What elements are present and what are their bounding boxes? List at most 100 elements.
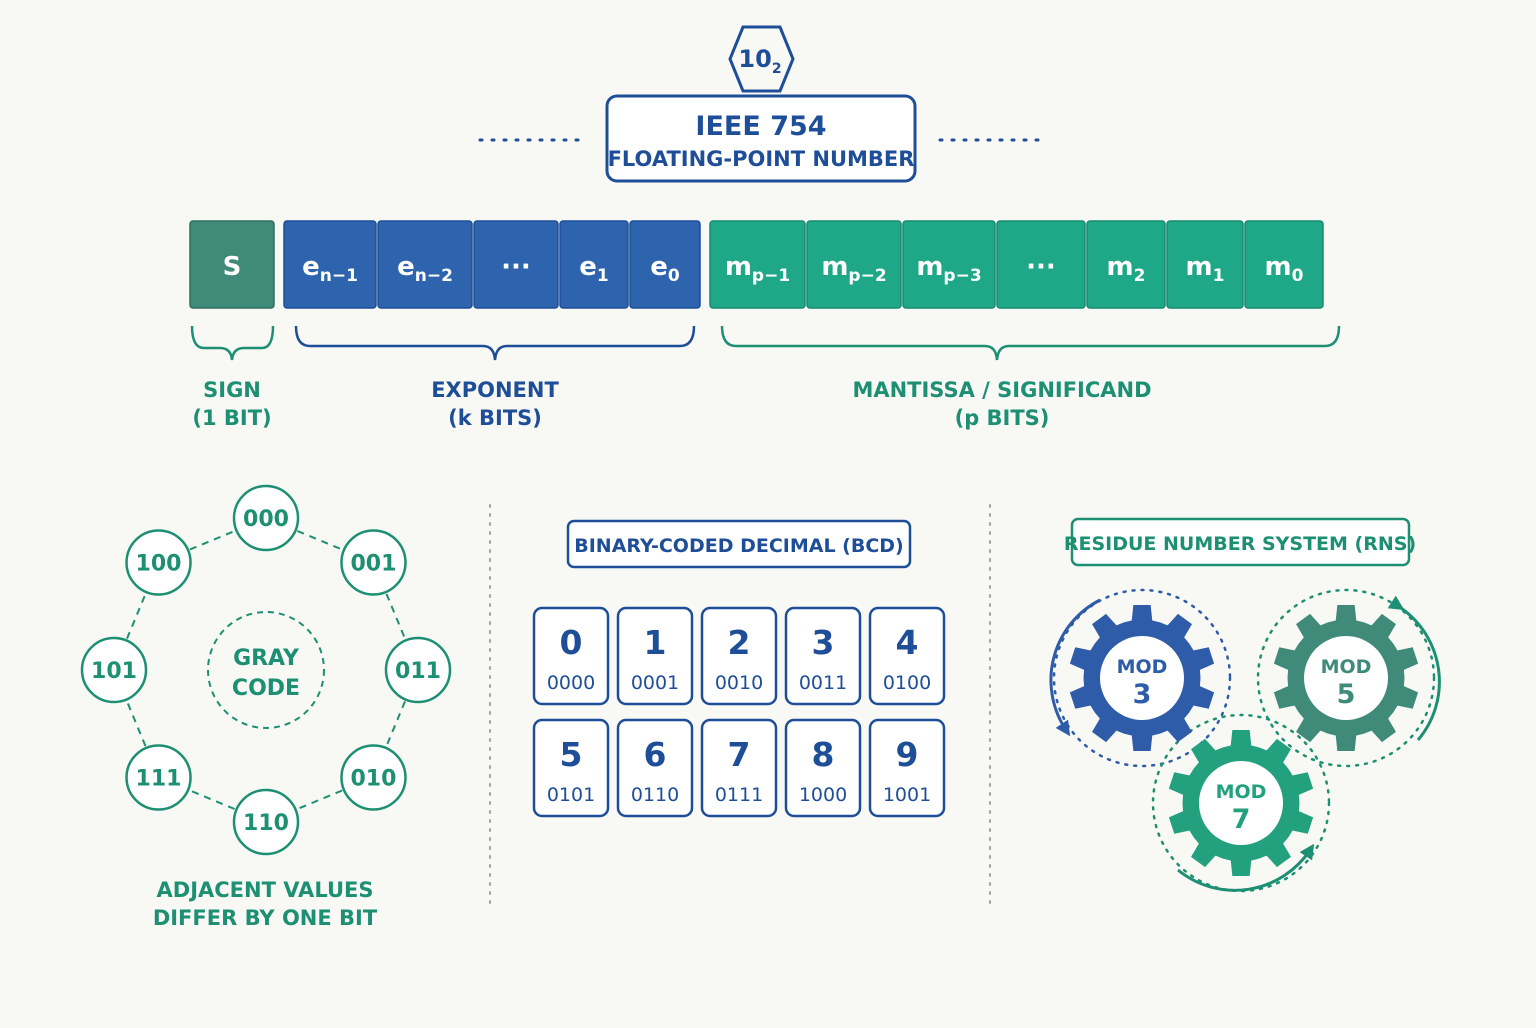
- bcd-digit: 0: [560, 623, 583, 662]
- bcd-code: 0000: [547, 672, 595, 694]
- gray-node-circle: [384, 636, 452, 704]
- bcd-digit: 6: [644, 735, 667, 774]
- bcd-grid: 0000010001200103001140100501016011070111…: [532, 606, 946, 818]
- gray-node-circle: [232, 788, 300, 856]
- bcd-code: 1001: [883, 784, 931, 806]
- bcd-cell: 3 0011: [784, 606, 862, 706]
- bit-cell-exp: en−2: [377, 220, 473, 309]
- gray-node-circle: [125, 744, 192, 811]
- gray-node-label: 110: [243, 811, 289, 836]
- bcd-cell: 9 1001: [868, 718, 946, 818]
- gray-node: 101: [80, 636, 148, 704]
- field-labels: SIGN (1 BIT) EXPONENT (k BITS) MANTISSA …: [192, 378, 1151, 430]
- sign-label: SIGN: [203, 378, 261, 402]
- gray-ring-links: [126, 530, 406, 810]
- bit-cell-man: m2: [1086, 220, 1166, 309]
- bit-cell-man: mp−2: [806, 220, 902, 309]
- bcd-digit: 8: [812, 735, 835, 774]
- bit-cell-exp: ···: [473, 220, 559, 309]
- bcd-code: 0100: [883, 672, 931, 694]
- mantissa-brace: [720, 325, 1341, 361]
- rns-title: RESIDUE NUMBER SYSTEM (RNS): [1064, 533, 1416, 555]
- bcd-section: BINARY-CODED DECIMAL (BCD) 0000010001200…: [532, 519, 946, 818]
- gear-modulus: 5: [1337, 679, 1356, 710]
- bit-subscript: p−1: [752, 266, 790, 286]
- bcd-digit: 9: [896, 735, 919, 774]
- bcd-cell-box: [784, 606, 862, 706]
- gray-node: 110: [232, 788, 300, 856]
- header-subtitle: FLOATING-POINT NUMBER: [608, 147, 915, 171]
- exponent-label: EXPONENT: [431, 378, 559, 402]
- gear-label: MOD: [1117, 656, 1168, 678]
- badge-text: 102: [738, 45, 781, 77]
- gray-node: 001: [340, 529, 407, 596]
- gray-node-label: 001: [351, 552, 397, 577]
- bit-cell-box: [189, 220, 275, 309]
- bit-cell-box: [559, 220, 629, 309]
- gray-node-circle: [340, 744, 407, 811]
- mantissa-bits-label: (p BITS): [955, 406, 1050, 430]
- gray-node-label: 101: [91, 659, 137, 684]
- bit-cell-box: [996, 220, 1086, 309]
- gray-center-circle: [207, 611, 325, 729]
- gear-modulus: 3: [1133, 679, 1152, 710]
- bit-symbol: ···: [1026, 252, 1056, 282]
- bit-cell-box: [1086, 220, 1166, 309]
- header-title: IEEE 754: [695, 111, 826, 142]
- gray-node-circle: [80, 636, 148, 704]
- bcd-cell-box: [616, 718, 694, 818]
- bcd-digit: 3: [812, 623, 835, 662]
- gray-node-circle: [340, 529, 407, 596]
- gray-node: 111: [125, 744, 192, 811]
- sign-bits-label: (1 BIT): [192, 406, 271, 430]
- bit-symbol: S: [223, 252, 242, 282]
- bit-cell-exp: e1: [559, 220, 629, 309]
- gray-node: 011: [384, 636, 452, 704]
- rns-title-box: [1070, 517, 1411, 567]
- gear-mod5-orbit: [1256, 588, 1436, 768]
- gear-hub: [1304, 636, 1388, 720]
- gear-label: MOD: [1216, 781, 1267, 803]
- bit-cell-box: [709, 220, 806, 309]
- bit-cell-man: mp−3: [902, 220, 996, 309]
- bcd-cell-box: [784, 718, 862, 818]
- gray-link: [297, 530, 343, 551]
- badge-subscript: 2: [772, 61, 782, 77]
- gray-node-label: 010: [351, 766, 397, 791]
- gray-link: [126, 593, 147, 639]
- bcd-cell-box: [700, 606, 778, 706]
- bit-subscript: 1: [1213, 266, 1225, 286]
- gray-center-line1: GRAY: [233, 646, 300, 671]
- bit-cell-box: [629, 220, 701, 309]
- bit-subscript: 2: [1134, 266, 1146, 286]
- gray-node-label: 011: [395, 659, 441, 684]
- hexagon-icon: [728, 25, 795, 93]
- gear-label: MOD: [1321, 656, 1372, 678]
- base-badge: 102: [728, 25, 795, 93]
- bit-cell-man: m0: [1244, 220, 1324, 309]
- gray-link: [189, 789, 235, 810]
- bit-cell-box: [806, 220, 902, 309]
- header-box: [605, 94, 917, 183]
- bit-cell-exp: en−1: [283, 220, 377, 309]
- bit-subscript: n−2: [415, 266, 453, 286]
- bit-subscript: 1: [597, 266, 609, 286]
- bit-subscript: p−2: [848, 266, 886, 286]
- ieee-header: IEEE 754 FLOATING-POINT NUMBER: [478, 94, 1046, 183]
- bit-symbol: ···: [501, 252, 531, 282]
- bit-cell-box: [902, 220, 996, 309]
- bcd-code: 0001: [631, 672, 679, 694]
- gear-mod3-orbit: [1052, 588, 1232, 768]
- bcd-code: 0011: [799, 672, 847, 694]
- bcd-cell-box: [532, 718, 610, 818]
- bit-cell-exp: e0: [629, 220, 701, 309]
- gray-link: [297, 789, 343, 810]
